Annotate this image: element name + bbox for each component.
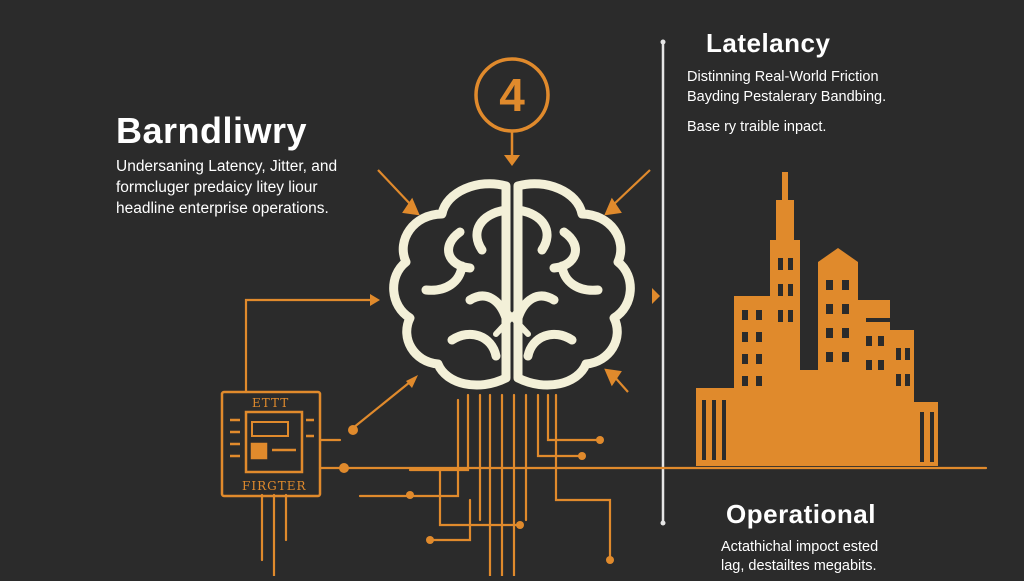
right-description-line: Distinning Real-World Friction: [687, 69, 879, 85]
right-heading: Latelancy: [706, 28, 831, 58]
right-description-line: Bayding Pestalerary Bandbing.: [687, 89, 887, 105]
left-description-line: Undersaning Latency, Jitter, and: [116, 158, 338, 175]
left-description-line: formcluger predaicy litey liour: [116, 179, 318, 196]
operational-heading: Operational: [726, 499, 876, 529]
processor-chip-icon: ETTT FIRGTER: [220, 390, 322, 498]
right-note: Base ry traible inpact.: [687, 119, 827, 135]
brain-icon: [389, 179, 635, 390]
city-skyline-icon: [696, 172, 938, 466]
incoming-arrows: [377, 169, 660, 393]
operational-description-line: Actathichal impoct ested: [721, 539, 879, 555]
chip-top-label: ETTT: [252, 396, 289, 410]
left-heading: Barndliwry: [116, 110, 308, 151]
operational-description: Actathichal impoct ested lag, destailtes…: [721, 538, 878, 576]
chip-bottom-label: FIRGTER: [242, 479, 307, 493]
left-description: Undersaning Latency, Jitter, and formclu…: [116, 156, 337, 219]
left-description-line: headline enterprise operations.: [116, 200, 329, 217]
right-description: Distinning Real-World Friction Bayding P…: [687, 67, 886, 107]
badge-number: 4: [499, 69, 525, 121]
number-badge-icon: 4: [474, 57, 550, 166]
operational-description-line: lag, destailtes megabits.: [721, 558, 877, 574]
vertical-divider: [660, 39, 666, 526]
circuit-traces: [244, 294, 988, 578]
